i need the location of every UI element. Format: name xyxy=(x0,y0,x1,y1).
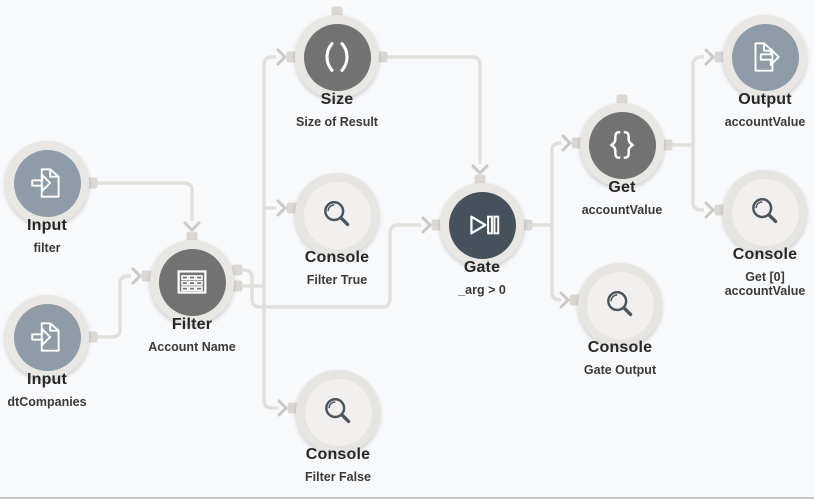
node-console-gate-output[interactable]: Console Gate Output xyxy=(578,263,662,377)
braces-icon xyxy=(609,131,635,159)
arrowhead xyxy=(276,48,287,66)
node-sublabel: Filter False xyxy=(305,470,371,484)
port xyxy=(661,139,673,151)
node-ring xyxy=(295,173,379,257)
magnifier-icon xyxy=(324,201,350,227)
node-label: Console xyxy=(732,246,798,263)
table-icon xyxy=(177,270,207,294)
node-label: Size xyxy=(320,91,354,108)
arrowhead xyxy=(704,201,715,219)
edge-input-dtcompanies-to-filter xyxy=(92,274,131,339)
node-ring xyxy=(578,263,662,347)
node-sublabel: dtCompanies xyxy=(7,395,87,409)
node-console-filter-false[interactable]: Console Filter False xyxy=(296,370,380,484)
port xyxy=(569,294,581,306)
edge-gate-to-console-gate-output xyxy=(550,225,562,302)
arrowhead xyxy=(183,221,201,232)
edge-filter-to-size-and-console-false-trunk xyxy=(262,55,278,410)
port xyxy=(571,137,583,149)
node-ring xyxy=(580,103,664,187)
node-ring xyxy=(723,170,807,254)
node-ring xyxy=(440,183,524,267)
node-sublabel: accountValue xyxy=(724,115,806,129)
port xyxy=(141,270,153,282)
arrowhead xyxy=(471,164,489,175)
node-ring xyxy=(723,15,807,99)
node-sublabel: accountValue xyxy=(581,203,663,217)
edge-filter-to-gate xyxy=(236,223,421,309)
arrowhead xyxy=(131,267,142,285)
arrowhead xyxy=(561,134,572,152)
edge-get-to-output xyxy=(691,55,704,145)
node-label: Gate xyxy=(463,259,501,276)
port xyxy=(331,6,343,18)
node-console-get0[interactable]: Console Get [0] accountValue xyxy=(723,170,807,298)
arrowhead xyxy=(277,399,288,417)
port xyxy=(86,177,98,189)
node-output[interactable]: Output accountValue xyxy=(723,15,807,129)
node-label: Filter xyxy=(171,316,213,333)
node-sublabel: Account Name xyxy=(148,340,236,354)
port xyxy=(521,219,533,231)
node-label: Console xyxy=(304,249,370,266)
edge-get-to-console-get0 xyxy=(691,145,704,212)
edge-size-to-gate xyxy=(382,55,482,164)
document-import-icon xyxy=(31,322,60,352)
edge-input-filter-to-filter xyxy=(92,181,194,221)
port xyxy=(431,219,443,231)
node-sublabel: Filter True xyxy=(306,273,368,287)
port xyxy=(186,231,198,243)
node-input-dtcompanies[interactable]: Input dtCompanies xyxy=(5,295,89,409)
port-layer xyxy=(86,6,726,414)
node-gate[interactable]: Gate _arg > 0 xyxy=(440,183,524,297)
port xyxy=(714,204,726,216)
arrowhead xyxy=(421,216,432,234)
edge-gate-to-get xyxy=(550,141,562,225)
node-ring xyxy=(5,141,89,225)
magnifier-icon xyxy=(752,198,778,224)
node-ring xyxy=(150,240,234,324)
port xyxy=(286,51,298,63)
node-get[interactable]: Get accountValue xyxy=(580,103,664,217)
magnifier-icon xyxy=(325,398,351,424)
node-label: Get xyxy=(608,179,636,196)
node-ring xyxy=(5,295,89,379)
arrowhead-layer xyxy=(131,48,715,417)
node-sublabel: Get [0] accountValue xyxy=(724,270,806,298)
arrowhead xyxy=(559,291,570,309)
port xyxy=(474,174,486,186)
node-input-filter[interactable]: Input filter xyxy=(5,141,89,255)
node-sublabel: filter xyxy=(33,241,61,255)
port xyxy=(231,264,243,276)
arrowhead xyxy=(276,199,287,217)
document-export-icon xyxy=(754,42,780,72)
node-size[interactable]: Size Size of Result xyxy=(295,15,379,129)
node-sublabel: _arg > 0 xyxy=(458,283,506,297)
node-console-filter-true[interactable]: Console Filter True xyxy=(295,173,379,287)
port xyxy=(86,331,98,343)
port xyxy=(231,280,243,292)
node-label: Console xyxy=(305,446,371,463)
port xyxy=(287,402,299,414)
node-ring xyxy=(296,370,380,454)
node-sublabel: Size of Result xyxy=(296,115,378,129)
port xyxy=(286,202,298,214)
node-label: Console xyxy=(587,339,653,356)
play-pause-icon xyxy=(470,215,500,235)
port xyxy=(616,94,628,106)
node-label: Input xyxy=(26,217,68,234)
magnifier-icon xyxy=(607,291,633,317)
node-sublabel: Gate Output xyxy=(583,363,657,377)
node-ring xyxy=(295,15,379,99)
port xyxy=(376,51,388,63)
parentheses-icon xyxy=(325,42,349,72)
node-label: Input xyxy=(26,371,68,388)
port xyxy=(714,51,726,63)
node-label: Output xyxy=(738,91,792,108)
node-filter[interactable]: Filter Account Name xyxy=(148,240,236,354)
document-import-icon xyxy=(31,168,60,198)
arrowhead xyxy=(704,48,715,66)
